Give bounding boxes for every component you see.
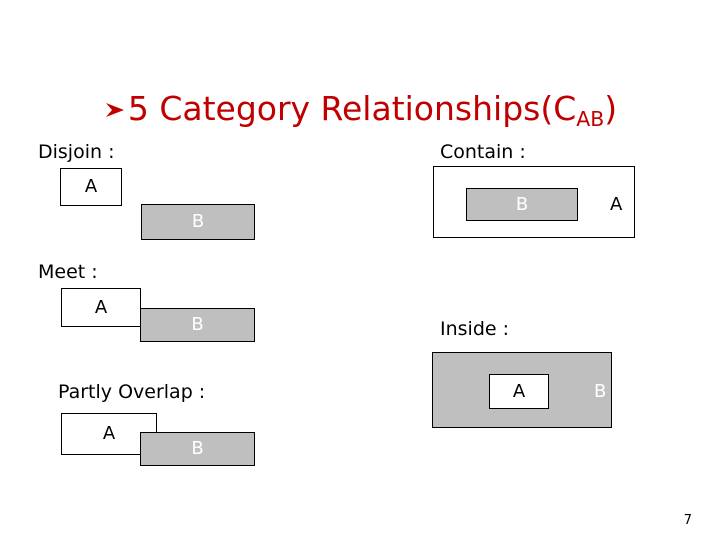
inside-label-a: A <box>512 380 526 402</box>
title-subscript: AB <box>576 107 605 132</box>
contain-box-b: B <box>466 188 578 221</box>
caption-meet: Meet : <box>38 261 98 283</box>
inside-label-b: B <box>594 381 607 402</box>
meet-label-a: A <box>94 296 108 318</box>
partly-overlap-label-a: A <box>102 423 116 444</box>
meet-box-a: A <box>61 288 141 327</box>
disjoin-box-b: B <box>141 204 255 240</box>
disjoin-box-a: A <box>60 168 122 206</box>
meet-box-b: B <box>140 308 255 342</box>
caption-inside: Inside : <box>440 318 510 340</box>
contain-label-a: A <box>610 194 623 215</box>
contain-label-b: B <box>515 193 529 215</box>
arrowhead-bullet-icon <box>103 94 127 129</box>
inside-box-a: A <box>489 374 549 409</box>
page-number: 7 <box>683 513 692 528</box>
partly-overlap-box-b: B <box>140 432 255 466</box>
meet-label-b: B <box>191 314 204 335</box>
caption-contain: Contain : <box>440 141 526 163</box>
title-text-tail: ) <box>604 89 618 128</box>
caption-disjoin: Disjoin : <box>38 141 115 163</box>
partly-overlap-label-b: B <box>191 438 204 459</box>
caption-partly-overlap: Partly Overlap : <box>58 381 206 403</box>
title-text-main: 5 Category Relationships(C <box>127 89 577 128</box>
disjoin-label-b: B <box>191 211 205 232</box>
disjoin-label-a: A <box>84 176 98 197</box>
page-title: 5 Category Relationships(CAB) <box>0 89 720 132</box>
